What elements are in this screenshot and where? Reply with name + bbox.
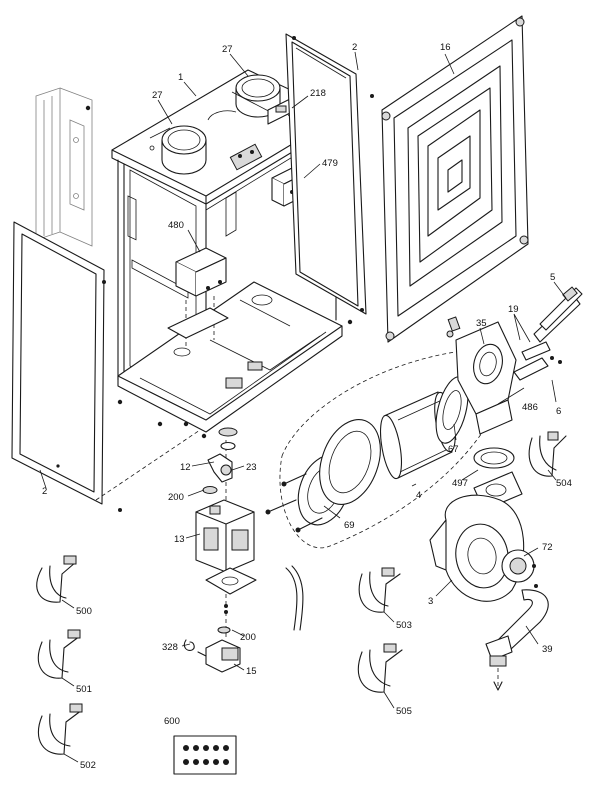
label-35: 35	[476, 318, 487, 329]
harness-501	[37, 629, 81, 679]
label-200-upper: 200	[168, 492, 184, 503]
label-200-lower: 200	[240, 632, 256, 643]
label-12: 12	[180, 462, 191, 473]
label-497: 497	[452, 478, 468, 489]
label-19: 19	[508, 304, 519, 315]
label-2-left: 2	[42, 486, 47, 497]
label-39: 39	[542, 644, 553, 655]
harness-503	[358, 567, 401, 613]
harness-502	[37, 703, 83, 755]
label-15: 15	[246, 666, 257, 677]
label-486: 486	[522, 402, 538, 413]
label-600: 600	[164, 716, 180, 727]
label-218: 218	[310, 88, 326, 99]
label-23: 23	[246, 462, 257, 473]
label-504: 504	[556, 478, 572, 489]
harness-504	[528, 431, 567, 477]
label-5: 5	[550, 272, 555, 283]
burner-assembly	[265, 349, 504, 549]
harness-505	[357, 643, 403, 693]
part-labels: 1 2 16 27 27 218 479 480 5 19 35 486 6 6…	[42, 42, 572, 771]
label-67: 67	[448, 444, 459, 455]
harness-500	[36, 555, 77, 603]
flue-collars	[161, 74, 281, 175]
label-69: 69	[344, 520, 355, 531]
label-501: 501	[76, 684, 92, 695]
hose	[285, 565, 304, 631]
label-479: 479	[322, 158, 338, 169]
side-panel-right	[285, 33, 374, 315]
label-27-top: 27	[222, 44, 233, 55]
label-480: 480	[168, 220, 184, 231]
kit-600	[173, 735, 237, 775]
label-6: 6	[556, 406, 561, 417]
gas-valve-assembly	[183, 427, 257, 673]
venturi-pipe	[485, 589, 549, 691]
label-503: 503	[396, 620, 412, 631]
label-328: 328	[162, 642, 178, 653]
label-72: 72	[542, 542, 553, 553]
label-3: 3	[428, 596, 433, 607]
fan-assembly	[429, 447, 538, 602]
leader-lines	[39, 51, 567, 763]
side-panel-left	[11, 221, 201, 512]
wall-bracket	[35, 87, 93, 247]
label-4: 4	[416, 490, 421, 501]
component-480	[167, 247, 229, 346]
label-2-top: 2	[352, 42, 357, 53]
label-505: 505	[396, 706, 412, 717]
front-panel	[381, 15, 529, 343]
manifold-and-electrodes	[446, 286, 583, 435]
label-27-left: 27	[152, 90, 163, 101]
label-500: 500	[76, 606, 92, 617]
label-16: 16	[440, 42, 451, 53]
label-502: 502	[80, 760, 96, 771]
label-1: 1	[178, 72, 183, 83]
label-13: 13	[174, 534, 185, 545]
